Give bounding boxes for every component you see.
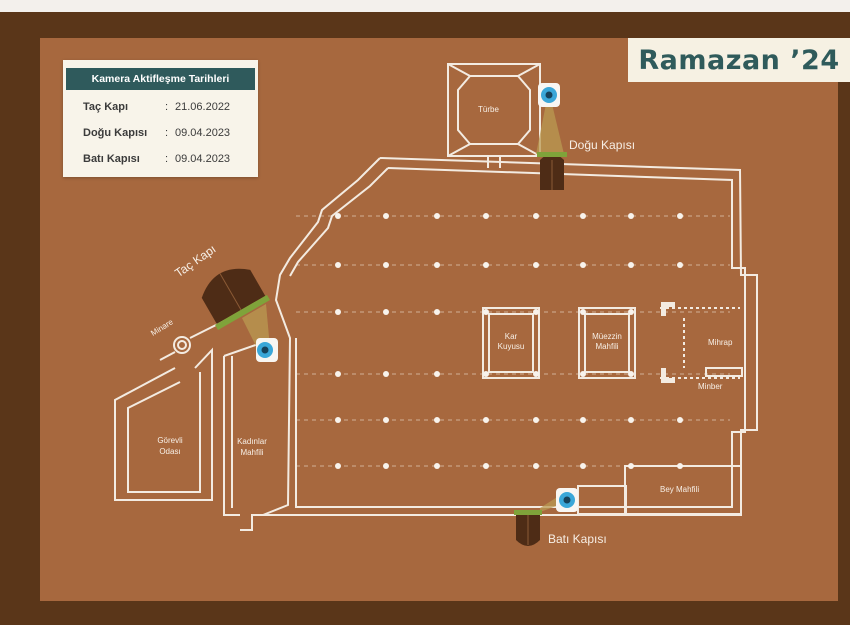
label-minber: Minber [698,382,723,391]
column-dot [580,309,586,315]
column-dot [434,463,440,469]
door-bati [514,510,542,546]
door-dogu [537,152,567,190]
legend-row: Taç Kapı : 21.06.2022 [83,101,258,115]
column-dot [483,309,489,315]
column-dot [434,213,440,219]
column-dot [628,213,634,219]
label-mihrap: Mihrap [708,338,733,347]
camera-icon-dogu [538,83,560,107]
column-dot [580,371,586,377]
column-dot [533,417,539,423]
column-dot [628,371,634,377]
column-dot [483,463,489,469]
camera-activation-legend: Kamera Aktifleşme Tarihleri Taç Kapı : 2… [63,60,258,177]
column-dot [335,213,341,219]
legend-date: 09.04.2023 [175,153,231,165]
column-dot [434,262,440,268]
minber-outline [705,367,743,377]
column-dot [533,371,539,377]
column-dot [628,463,634,469]
column-dot [483,262,489,268]
column-dot [383,417,389,423]
column-dot [677,463,683,469]
column-dot [677,262,683,268]
column-dot [533,213,539,219]
column-dot [383,463,389,469]
column-dot [533,463,539,469]
legend-door: Batı Kapısı [83,153,140,165]
brand-title: Ramazan ’24 [628,38,850,82]
label-muezzin-1: Müezzin [592,332,622,341]
muezzin-mahfili-outline [578,307,636,379]
column-dot [628,309,634,315]
legend-title: Kamera Aktifleşme Tarihleri [66,68,255,90]
column-dot [483,417,489,423]
column-dot [483,213,489,219]
label-turbe: Türbe [478,105,499,114]
column-dot [580,417,586,423]
legend-row: Batı Kapısı : 09.04.2023 [83,153,258,167]
legend-date: 21.06.2022 [175,101,231,113]
column-dot [383,309,389,315]
legend-sep: : [165,127,169,139]
column-dot [628,262,634,268]
legend-door: Taç Kapı [83,101,129,113]
label-gorevli-1: Görevli [157,436,183,445]
column-dot [335,262,341,268]
top-strip [0,0,850,12]
legend-row: Doğu Kapısı : 09.04.2023 [83,127,258,141]
label-kadinlar-2: Mahfili [240,448,264,457]
column-dot [434,371,440,377]
legend-date: 09.04.2023 [175,127,231,139]
column-dot [580,262,586,268]
label-kar-kuyusu-1: Kar [504,332,518,341]
camera-icon-bati [556,488,578,512]
camera-icon-tac [256,338,278,362]
column-dot [677,417,683,423]
column-dot [335,463,341,469]
label-muezzin-2: Mahfili [595,342,619,351]
turbe-outline [447,63,541,157]
column-dot [434,309,440,315]
coverage-dogu [536,104,564,154]
column-dot [335,371,341,377]
column-dot [383,371,389,377]
column-dot [580,463,586,469]
kar-kuyusu-outline [482,307,540,379]
label-kar-kuyusu-2: Kuyusu [497,342,525,351]
label-bey-mahfili: Bey Mahfili [660,485,700,494]
column-dot [677,213,683,219]
kadinlar-mahfili-walls [223,356,240,516]
label-bati-kapisi: Batı Kapısı [548,532,607,546]
column-dot [335,309,341,315]
column-dots [335,213,683,469]
column-dot [533,262,539,268]
column-dot [383,262,389,268]
label-dogu-kapisi: Doğu Kapısı [569,138,636,152]
door-tac [201,268,270,331]
hall-walls [240,157,758,531]
column-dot [434,417,440,423]
column-dot [383,213,389,219]
column-dot [628,417,634,423]
label-gorevli-2: Odası [159,447,181,456]
column-dot [533,309,539,315]
label-kadinlar-1: Kadınlar [237,437,267,446]
legend-sep: : [165,153,169,165]
legend-sep: : [165,101,169,113]
column-dot [483,371,489,377]
column-dot [580,213,586,219]
legend-door: Doğu Kapısı [83,127,148,139]
gorevli-room-walls [114,347,213,501]
column-dot [335,417,341,423]
